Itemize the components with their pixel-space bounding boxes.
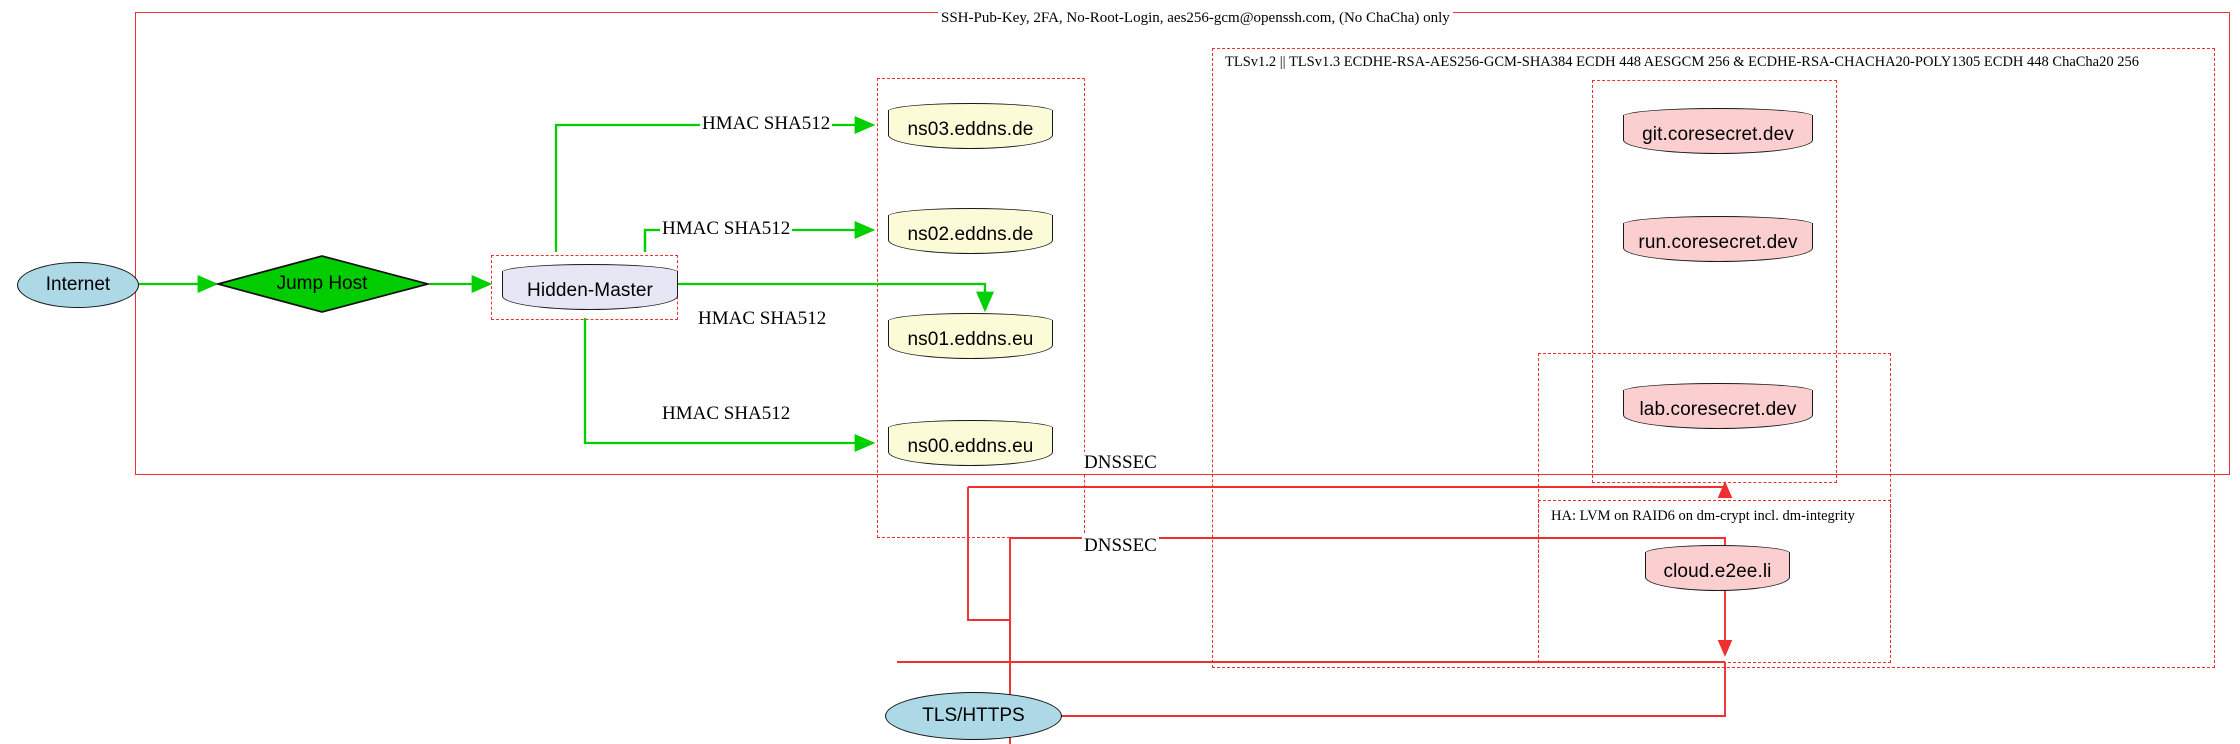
ssh-policy-label: SSH-Pub-Key, 2FA, No-Root-Login, aes256-… (938, 10, 1453, 27)
edge-label-hmac-ns01: HMAC SHA512 (696, 308, 829, 330)
node-run-coresecret-label: run.coresecret.dev (1638, 231, 1798, 253)
node-ns03[interactable]: ns03.eddns.de (888, 103, 1053, 149)
node-hidden-master-label: Hidden-Master (527, 279, 653, 301)
node-lab-coresecret[interactable]: lab.coresecret.dev (1623, 383, 1813, 429)
node-lab-coresecret-label: lab.coresecret.dev (1639, 398, 1797, 420)
cylinder-body (1623, 390, 1813, 429)
node-cloud-e2ee-label: cloud.e2ee.li (1663, 560, 1772, 582)
node-tls-https[interactable]: TLS/HTTPS (885, 692, 1062, 740)
cylinder-body (888, 215, 1053, 254)
node-ns01-label: ns01.eddns.eu (907, 328, 1034, 350)
node-git-coresecret[interactable]: git.coresecret.dev (1623, 108, 1813, 154)
cylinder-body (888, 427, 1053, 466)
edge-label-hmac-ns02: HMAC SHA512 (660, 218, 793, 240)
cylinder-body (1623, 115, 1813, 154)
node-ns01[interactable]: ns01.eddns.eu (888, 313, 1053, 359)
edge-label-dnssec-upper: DNSSEC (1082, 452, 1159, 474)
coresecret-cluster (1592, 80, 1837, 483)
node-tls-https-label: TLS/HTTPS (922, 705, 1025, 726)
nameserver-cluster (877, 78, 1085, 538)
cylinder-body (888, 110, 1053, 149)
edge-label-hmac-ns00: HMAC SHA512 (660, 403, 793, 425)
edge-label-hmac-ns03: HMAC SHA512 (700, 113, 833, 135)
cylinder-body (888, 320, 1053, 359)
tls-cluster-label: TLSv1.2 || TLSv1.3 ECDHE-RSA-AES256-GCM-… (1222, 54, 2142, 71)
node-ns03-label: ns03.eddns.de (907, 118, 1034, 140)
edge-label-dnssec-lower: DNSSEC (1082, 535, 1159, 557)
node-internet-label: Internet (45, 274, 111, 295)
node-ns00-label: ns00.eddns.eu (907, 435, 1034, 457)
cylinder-body (1623, 223, 1813, 262)
tls-cluster (1212, 48, 2215, 668)
cylinder-body (1645, 552, 1790, 591)
node-run-coresecret[interactable]: run.coresecret.dev (1623, 216, 1813, 262)
node-internet[interactable]: Internet (17, 262, 139, 308)
node-ns02[interactable]: ns02.eddns.de (888, 208, 1053, 254)
node-hidden-master[interactable]: Hidden-Master (502, 264, 678, 310)
node-git-coresecret-label: git.coresecret.dev (1642, 123, 1794, 145)
node-jump-host-label: Jump Host (276, 273, 368, 294)
node-ns00[interactable]: ns00.eddns.eu (888, 420, 1053, 466)
node-ns02-label: ns02.eddns.de (907, 223, 1034, 245)
cylinder-body (502, 271, 678, 310)
ha-cluster-label: HA: LVM on RAID6 on dm-crypt incl. dm-in… (1548, 508, 1858, 525)
node-cloud-e2ee[interactable]: cloud.e2ee.li (1645, 545, 1790, 591)
